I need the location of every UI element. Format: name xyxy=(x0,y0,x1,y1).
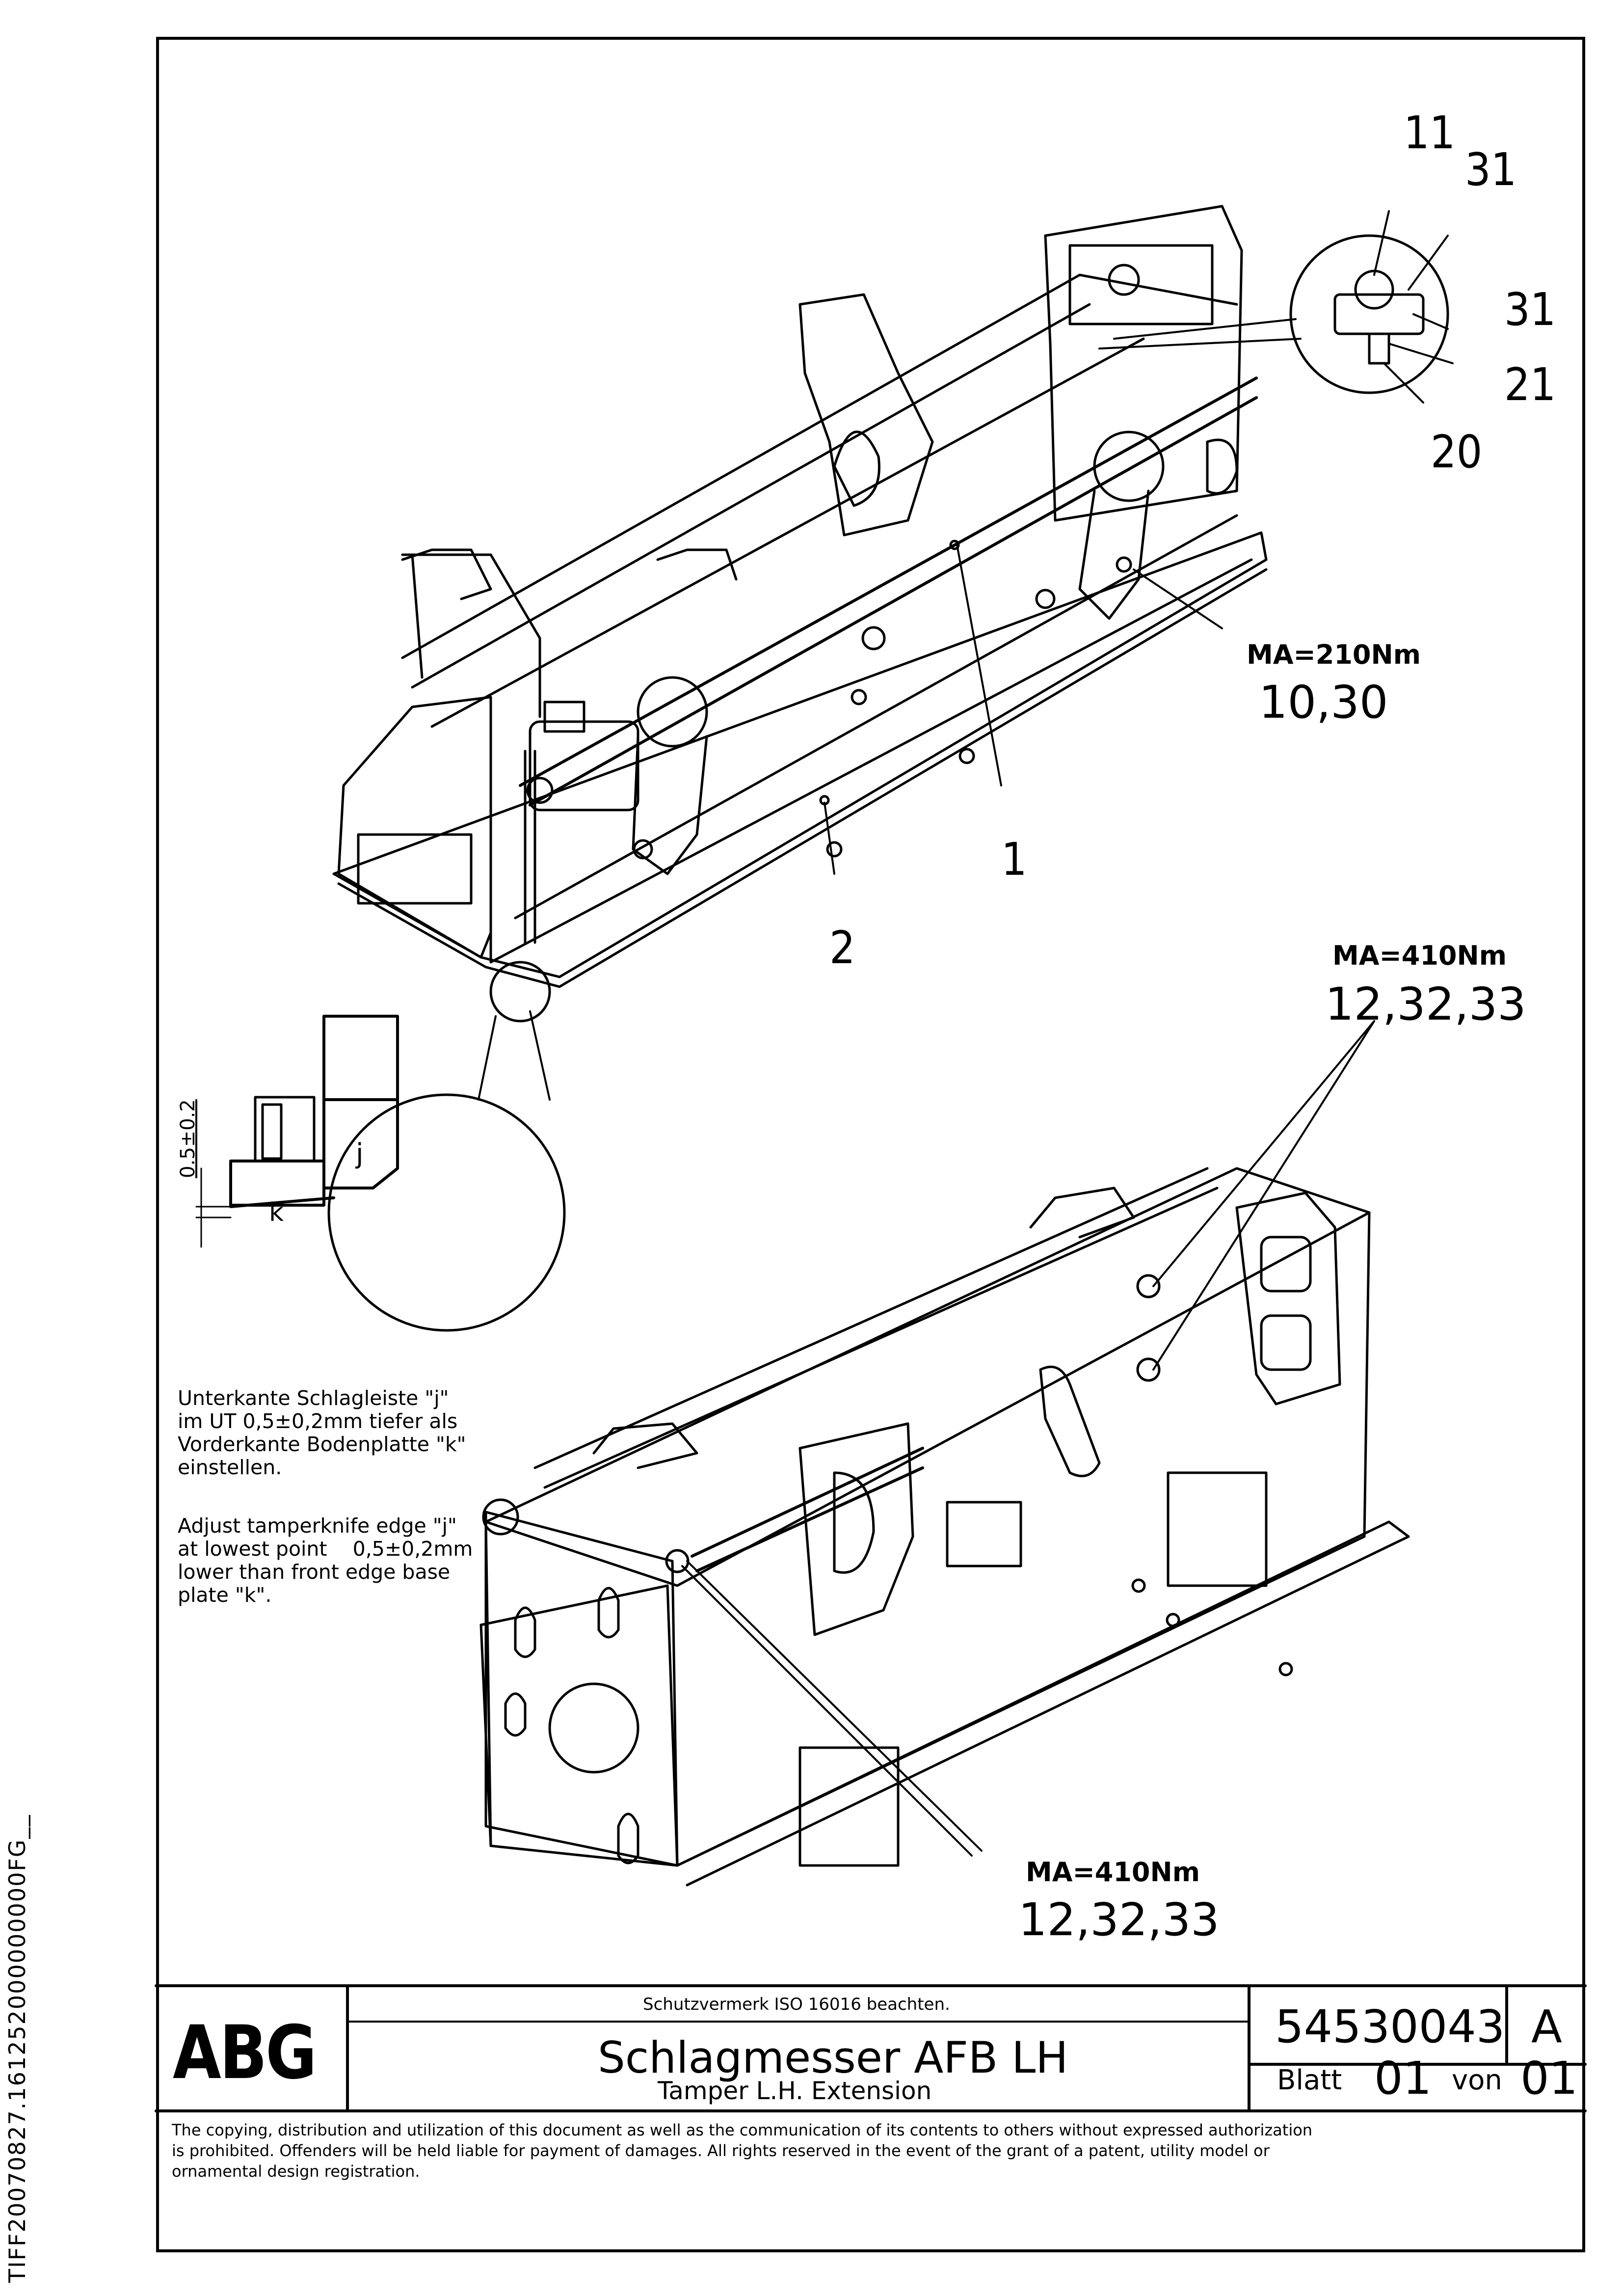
revision: A xyxy=(1531,2000,1562,2053)
drawing-number: 54530043 xyxy=(1275,2000,1505,2053)
callout-31-upper: 31 xyxy=(1465,143,1517,196)
copyright-notice: The copying, distribution and utilizatio… xyxy=(172,2121,1313,2181)
torque-label-3: MA=410Nm xyxy=(1026,1857,1200,1888)
torque-parts-2: 12,32,33 xyxy=(1325,978,1526,1030)
title-german: Schlagmesser AFB LH xyxy=(598,2032,1068,2083)
protection-notice: Schutzvermerk ISO 16016 beachten. xyxy=(643,1995,950,2014)
drawing-frame xyxy=(156,37,1585,2252)
torque-label-2: MA=410Nm xyxy=(1332,940,1507,971)
label-j: j xyxy=(356,1138,364,1170)
callout-1: 1 xyxy=(1001,833,1027,886)
callout-11: 11 xyxy=(1404,107,1456,159)
side-code: TIFF20070827.161252000000000FG__ xyxy=(4,1814,30,2283)
callout-2: 2 xyxy=(829,921,855,974)
note-english: Adjust tamperknife edge "j" at lowest po… xyxy=(178,1514,473,1607)
detail-jk xyxy=(195,1010,566,1332)
note-german: Unterkante Schlagleiste "j" im UT 0,5±0,… xyxy=(178,1386,466,1479)
callout-20: 20 xyxy=(1431,426,1483,478)
title-english: Tamper L.H. Extension xyxy=(658,2077,932,2105)
sheet-number: 01 xyxy=(1374,2052,1432,2105)
title-block-grid xyxy=(155,1984,1587,2112)
torque-parts-1: 10,30 xyxy=(1259,676,1388,729)
callout-21: 21 xyxy=(1504,358,1556,411)
lower-assembly xyxy=(479,1020,1410,1887)
sheet-label: Blatt xyxy=(1277,2064,1342,2096)
sheet-total: 01 xyxy=(1520,2052,1578,2105)
label-k: k xyxy=(269,1198,284,1227)
logo: ABG xyxy=(173,2010,317,2096)
dimension-label: 0.5±0.2 xyxy=(177,1099,199,1178)
torque-parts-3: 12,32,33 xyxy=(1018,1893,1220,1946)
of-label: von xyxy=(1452,2064,1502,2096)
callout-31-lower: 31 xyxy=(1504,283,1556,336)
upper-assembly xyxy=(332,205,1454,1023)
torque-label-1: MA=210Nm xyxy=(1247,639,1421,670)
